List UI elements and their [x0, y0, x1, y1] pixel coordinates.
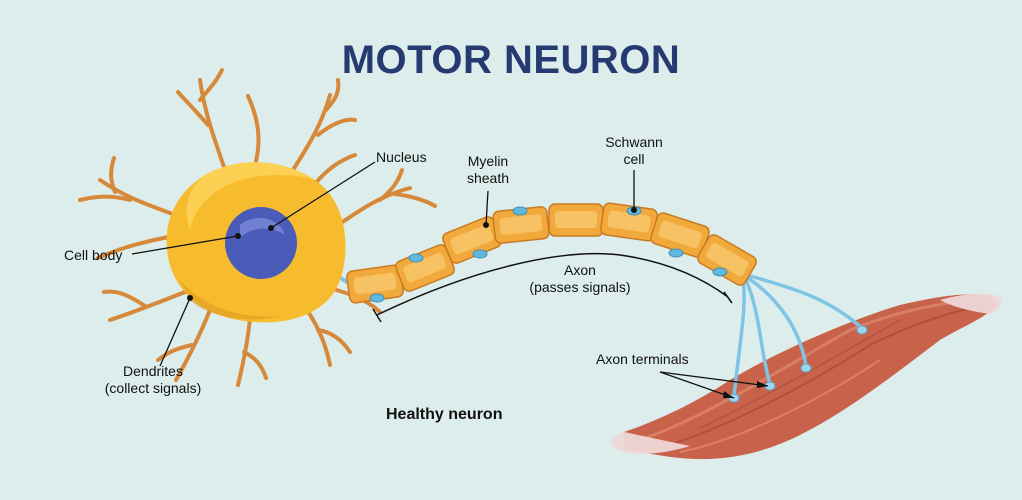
axon-bracket: [372, 252, 733, 323]
caption-healthy-neuron: Healthy neuron: [386, 406, 503, 423]
label-schwann-line2: cell: [623, 151, 645, 167]
label-axon-terminals: Axon terminals: [596, 351, 689, 367]
cell-body-shape: [166, 162, 346, 323]
dendrites: [78, 68, 437, 387]
label-myelin-line2: sheath: [466, 170, 510, 186]
label-cell-body: Cell body: [64, 247, 123, 263]
label-dendrites: Dendrites (collect signals): [92, 363, 214, 397]
label-dendrites-line1: Dendrites: [123, 363, 183, 379]
leader-lines: [131, 161, 769, 399]
label-myelin-line1: Myelin: [467, 153, 509, 169]
page-title: MOTOR NEURON: [341, 38, 681, 82]
myelin-sheath: [346, 202, 757, 304]
muscle-fiber: [611, 293, 1002, 460]
label-axon-line1: Axon: [564, 262, 596, 278]
label-nucleus: Nucleus: [376, 149, 427, 165]
label-axon: Axon (passes signals): [515, 262, 645, 296]
label-schwann-line1: Schwann: [605, 134, 663, 150]
label-dendrites-line2: (collect signals): [104, 380, 202, 396]
label-axon-line2: (passes signals): [529, 279, 631, 295]
label-myelin-sheath: Myelin sheath: [460, 153, 516, 187]
label-schwann-cell: Schwann cell: [598, 134, 670, 168]
